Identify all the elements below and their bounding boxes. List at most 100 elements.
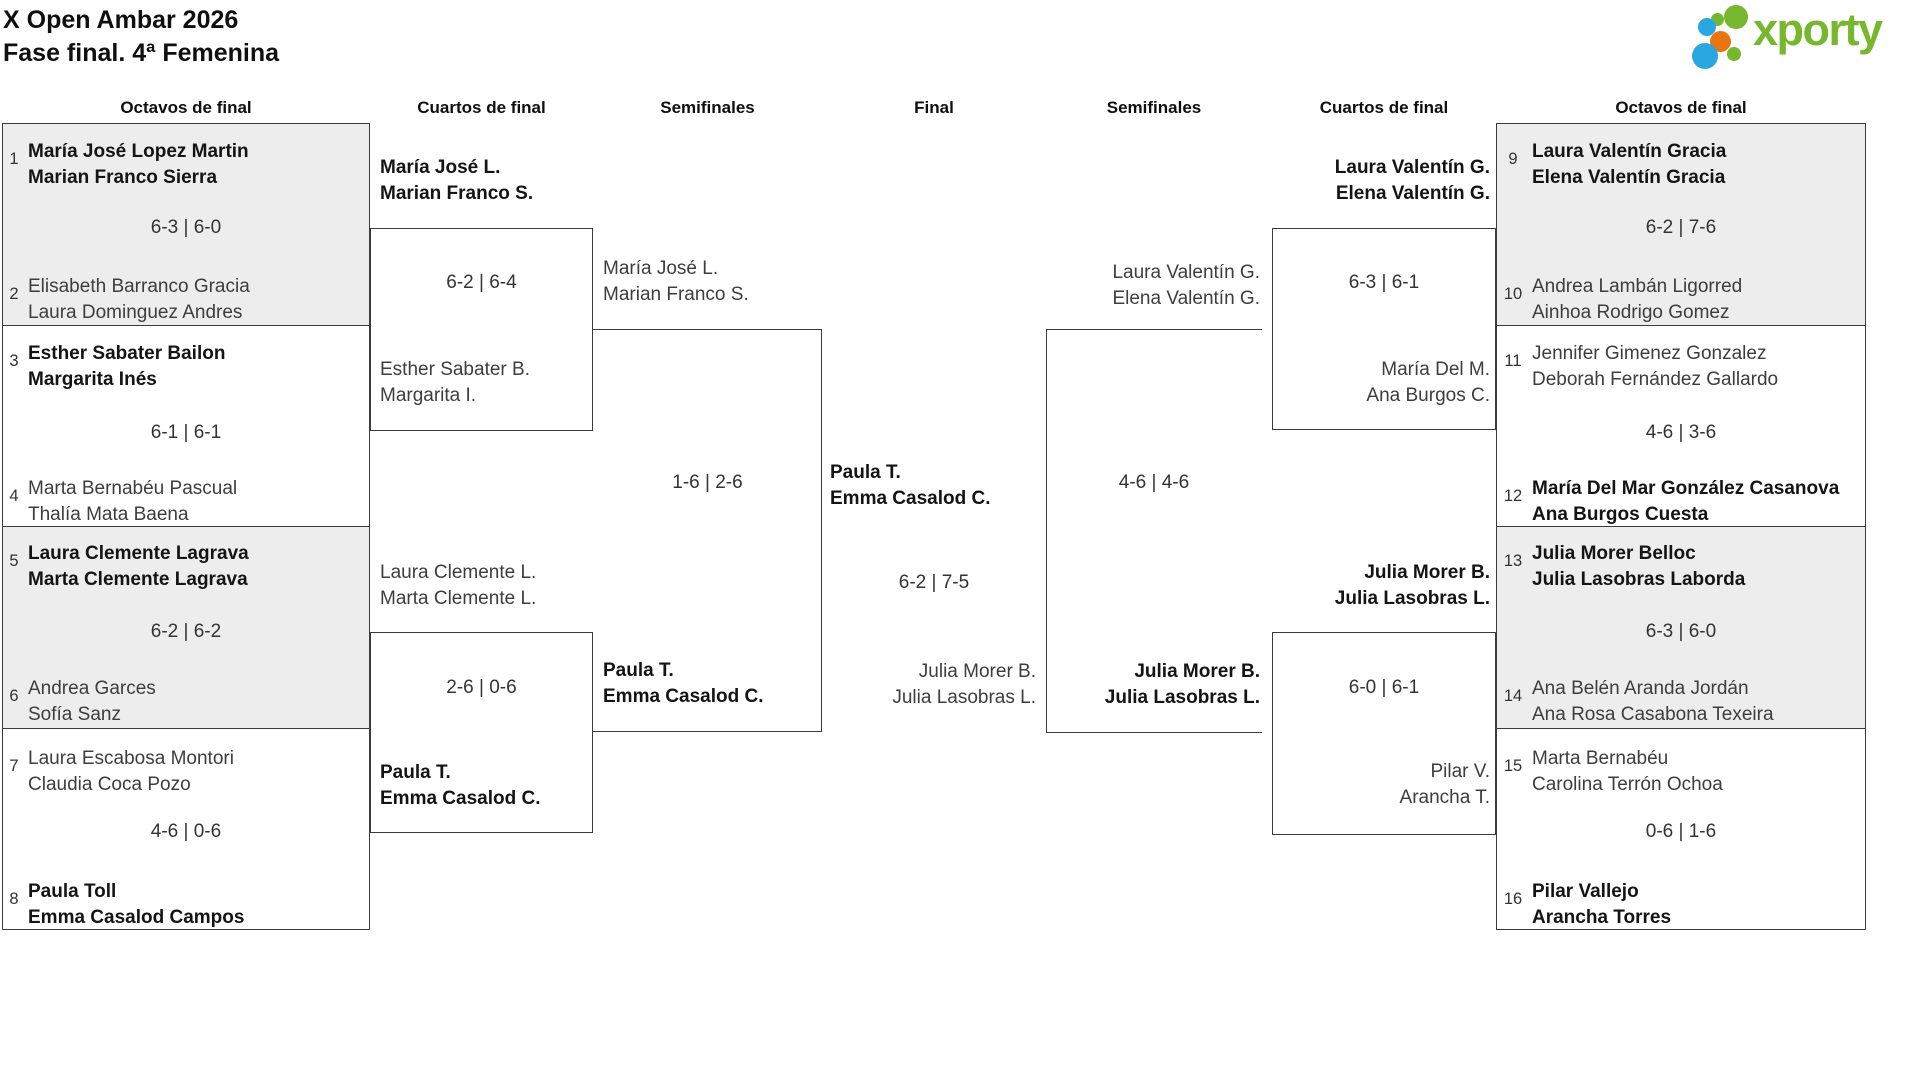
round-header-octavos-right: Octavos de final: [1615, 98, 1747, 117]
logo-dot-green-small-lower: [1727, 47, 1741, 61]
match-score: 6-3 | 6-0: [150, 217, 222, 238]
player-name: Elena Valentín G.: [1335, 183, 1490, 204]
player-name: Julia Morer B.: [1134, 661, 1260, 682]
seed-number: 6: [9, 687, 19, 705]
player-name: Laura Escabosa Montori: [28, 748, 234, 769]
player-name: Julia Lasobras L.: [1104, 687, 1260, 708]
semifinal-left-bottom-team: Paula T. Emma Casalod C.: [603, 658, 764, 710]
logo-dot-blue-large: [1692, 43, 1718, 69]
seed-number: 2: [9, 285, 19, 303]
seed-number: 16: [1503, 890, 1523, 908]
logo-dot-orange: [1710, 31, 1731, 52]
player-name: Marian Franco Sierra: [28, 167, 218, 188]
team-entry-2: Elisabeth Barranco Gracia Laura Domingue…: [28, 274, 250, 326]
player-name: Julia Lasobras Laborda: [1532, 569, 1746, 590]
player-name: Paula T.: [603, 660, 674, 681]
player-name: Laura Clemente L.: [380, 562, 537, 583]
player-name: Marta Bernabéu: [1532, 748, 1669, 769]
player-name: Paula Toll: [28, 881, 117, 902]
team-entry-15: Marta Bernabéu Carolina Terrón Ochoa: [1532, 746, 1723, 798]
logo-wordmark: xporty: [1753, 4, 1883, 55]
seed-number: 10: [1503, 285, 1523, 303]
seed-number: 1: [9, 150, 19, 168]
match-score: 6-2 | 7-6: [1645, 217, 1717, 238]
match-box-5: [1497, 124, 1865, 326]
player-name: Laura Valentín G.: [1334, 157, 1490, 178]
player-name: Marian Franco S.: [603, 284, 749, 305]
match-score: 2-6 | 0-6: [446, 677, 517, 698]
team-entry-9: Laura Valentín Gracia Elena Valentín Gra…: [1532, 139, 1726, 191]
player-name: Marta Clemente L.: [380, 588, 537, 609]
player-name: Emma Casalod C.: [380, 788, 541, 809]
player-name: Pilar V.: [1430, 761, 1491, 782]
player-name: Julia Lasobras L.: [1334, 588, 1490, 609]
xporty-logo[interactable]: xporty: [1685, 2, 1915, 74]
final-right-team: Julia Morer B. Julia Lasobras L.: [822, 659, 1036, 711]
seed-number: 8: [9, 890, 19, 908]
player-name: Elisabeth Barranco Gracia: [28, 276, 250, 297]
team-entry-8: Paula Toll Emma Casalod Campos: [28, 879, 244, 931]
final-score: 6-2 | 7-5: [898, 572, 970, 593]
match-box-6: [1497, 326, 1865, 527]
player-name: Ainhoa Rodrigo Gomez: [1532, 302, 1730, 323]
player-name: María Del M.: [1381, 359, 1490, 380]
player-name: Julia Morer B.: [1364, 562, 1490, 583]
match-score: 6-0 | 6-1: [1348, 677, 1420, 698]
player-name: Andrea Garces: [28, 678, 156, 699]
player-name: Paula T.: [380, 762, 451, 783]
octavos-left-box: [2, 123, 370, 930]
player-name: Andrea Lambán Ligorred: [1532, 276, 1743, 297]
player-name: Julia Morer B.: [918, 661, 1036, 682]
round-header-cuartos-left: Cuartos de final: [417, 98, 546, 117]
team-entry-6: Andrea Garces Sofía Sanz: [28, 676, 156, 728]
match-score: 6-2 | 6-2: [150, 621, 222, 642]
seed-number: 15: [1503, 757, 1523, 775]
match-score: 1-6 | 2-6: [672, 472, 743, 493]
player-name: Margarita Inés: [28, 369, 157, 390]
semifinal-left-box: [593, 329, 822, 732]
cuartos-left-box-2: [370, 632, 593, 833]
seed-number: 13: [1503, 552, 1523, 570]
player-name: Arancha Torres: [1532, 907, 1672, 928]
seed-number: 7: [9, 757, 19, 775]
round-header-cuartos-right: Cuartos de final: [1319, 98, 1449, 117]
match-score: 6-1 | 6-1: [150, 422, 222, 443]
player-name: Marta Clemente Lagrava: [28, 569, 248, 590]
player-name: Sofía Sanz: [28, 704, 121, 725]
player-name: Pilar Vallejo: [1532, 881, 1639, 902]
match-box-1: [3, 124, 369, 326]
round-header-final: Final: [914, 98, 954, 117]
player-name: Ana Rosa Casabona Texeira: [1532, 704, 1774, 725]
player-name: Julia Lasobras L.: [892, 687, 1036, 708]
player-name: Julia Morer Belloc: [1532, 543, 1696, 564]
player-name: Paula T.: [830, 462, 901, 483]
cuartos-left-1-top-team: María José L. Marian Franco S.: [380, 155, 533, 207]
match-score: 6-3 | 6-0: [1645, 621, 1717, 642]
logo-dot-blue-small: [1698, 18, 1716, 36]
round-header-semifinales-right: Semifinales: [1106, 98, 1202, 117]
match-score: 6-2 | 6-4: [446, 272, 517, 293]
cuartos-left-2-bottom-team: Paula T. Emma Casalod C.: [380, 760, 541, 812]
match-score: 4-6 | 0-6: [150, 821, 222, 842]
player-name: Marian Franco S.: [380, 183, 534, 204]
semifinal-right-box: [1046, 329, 1262, 733]
player-name: Carolina Terrón Ochoa: [1532, 774, 1723, 795]
cuartos-right-1-top-team: Laura Valentín G. Elena Valentín G.: [1272, 155, 1490, 207]
match-score: 0-6 | 1-6: [1645, 821, 1717, 842]
cuartos-right-2-bottom-team: Pilar V. Arancha T.: [1272, 759, 1490, 811]
team-entry-3: Esther Sabater Bailon Margarita Inés: [28, 341, 225, 393]
cuartos-right-2-top-team: Julia Morer B. Julia Lasobras L.: [1272, 560, 1490, 612]
semifinal-right-top-team: Laura Valentín G. Elena Valentín G.: [1046, 260, 1260, 312]
seed-number: 3: [9, 352, 19, 370]
tournament-name: X Open Ambar 2026: [3, 6, 239, 34]
seed-number: 12: [1503, 487, 1523, 505]
team-entry-14: Ana Belén Aranda Jordán Ana Rosa Casabon…: [1532, 676, 1774, 728]
player-name: Laura Valentín Gracia: [1532, 141, 1727, 162]
cuartos-right-box-1: [1272, 228, 1496, 430]
player-name: Thalía Mata Baena: [28, 504, 189, 525]
match-score: 6-3 | 6-1: [1348, 272, 1420, 293]
team-entry-13: Julia Morer Belloc Julia Lasobras Labord…: [1532, 541, 1745, 593]
page-title: X Open Ambar 2026 Fase final. 4ª Femenin…: [3, 4, 279, 70]
team-entry-12: María Del Mar González Casanova Ana Burg…: [1532, 476, 1839, 528]
